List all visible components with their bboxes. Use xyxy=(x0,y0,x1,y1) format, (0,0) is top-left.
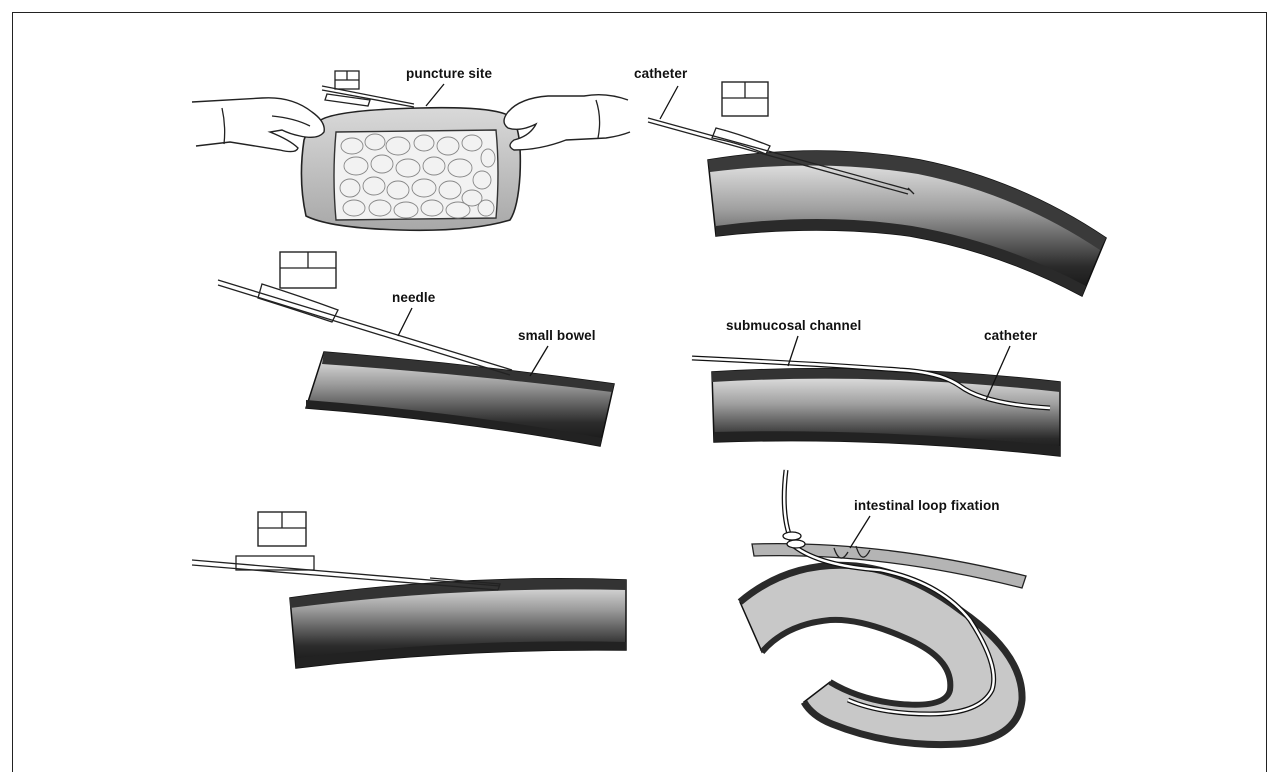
panel-puncture-site: puncture site xyxy=(192,66,630,230)
catheter-device-bottom xyxy=(192,512,500,590)
puncture-needle-device xyxy=(322,71,414,107)
puncture-site-pointer xyxy=(426,84,444,106)
panel-intestinal-loop-fixation: intestinal loop fixation xyxy=(740,470,1026,745)
panel-needle-small-bowel: needle small bowel xyxy=(218,252,614,446)
panel-catheter-top: catheter xyxy=(634,66,1106,296)
bowel-loop-outer xyxy=(740,565,1022,744)
panel-catheter-advanced xyxy=(192,512,626,668)
small-bowel-pointer xyxy=(530,346,548,376)
label-submucosal-channel: submucosal channel xyxy=(726,318,861,333)
right-hand xyxy=(504,95,630,150)
catheter-top-pointer xyxy=(660,86,678,119)
label-catheter-top: catheter xyxy=(634,66,688,81)
panel-submucosal-channel: submucosal channel catheter xyxy=(692,318,1060,456)
label-small-bowel: small bowel xyxy=(518,328,596,343)
label-catheter-mid: catheter xyxy=(984,328,1038,343)
fixation-ring xyxy=(787,540,805,548)
loop-fixation-pointer xyxy=(850,516,870,548)
needle-pointer xyxy=(398,308,412,336)
fixation-ring xyxy=(783,532,801,540)
label-puncture-site: puncture site xyxy=(406,66,492,81)
label-intestinal-loop-fixation: intestinal loop fixation xyxy=(854,498,1000,513)
label-needle: needle xyxy=(392,290,436,305)
